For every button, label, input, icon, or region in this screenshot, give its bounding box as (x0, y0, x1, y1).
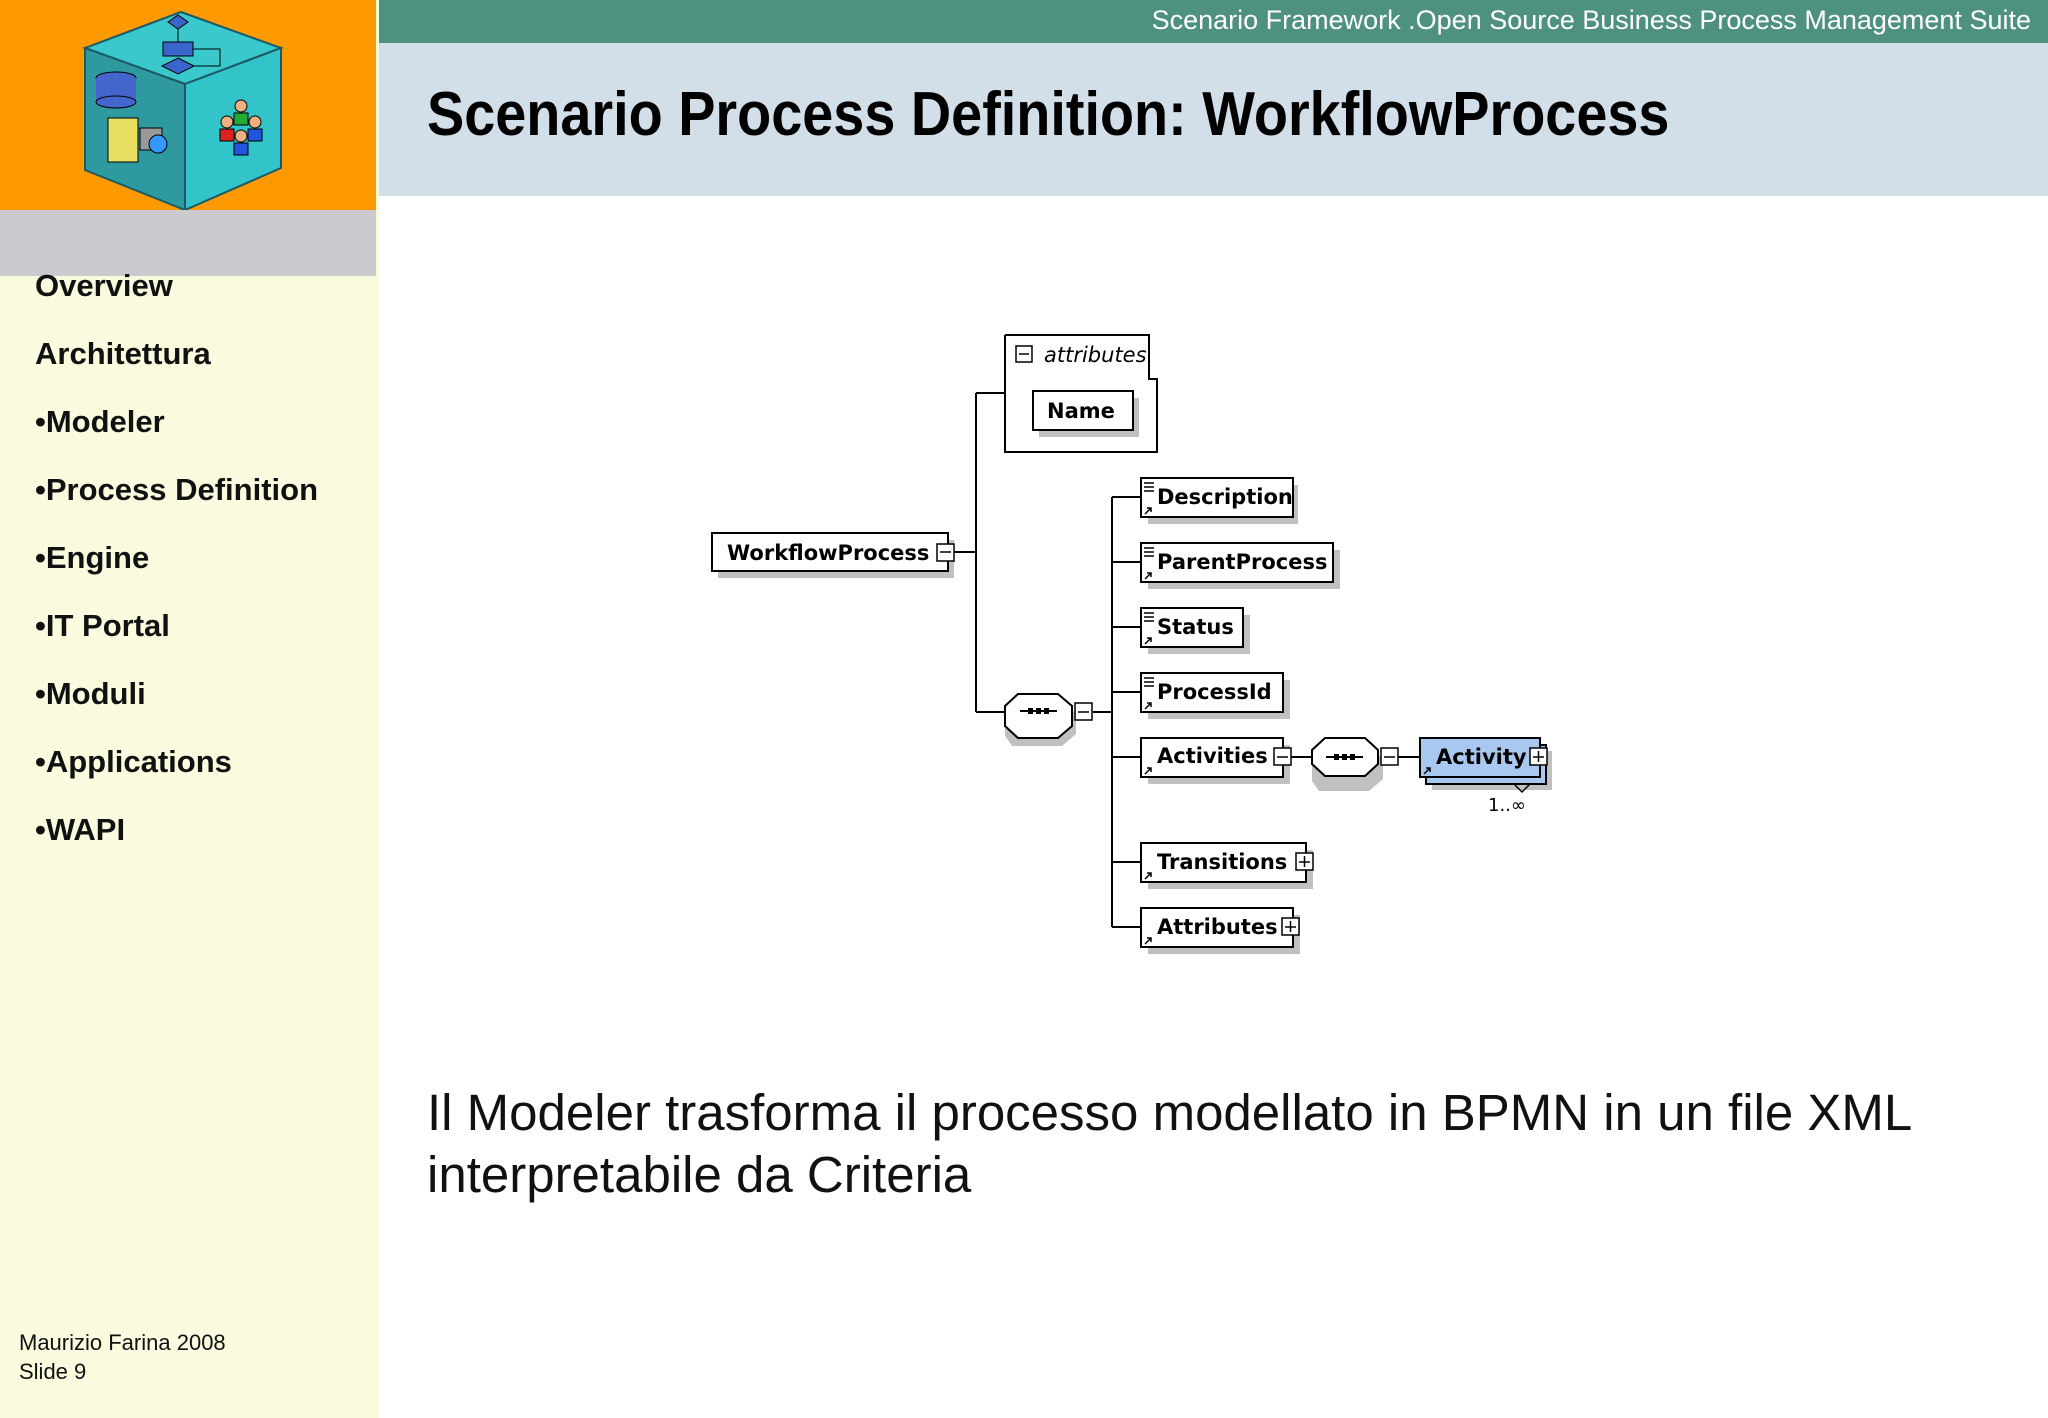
nav-item-it-portal[interactable]: •IT Portal (35, 608, 170, 643)
element-processid[interactable]: ProcessId (1140, 672, 1290, 719)
footer-slide-number: Slide 9 (19, 1359, 87, 1384)
element-attributes-label: Attributes (1157, 915, 1278, 939)
nav-item-wapi[interactable]: •WAPI (35, 812, 126, 847)
nav-item-overview[interactable]: Overview (35, 268, 173, 303)
footer-author: Maurizio Farina 2008 (19, 1330, 226, 1355)
attribute-name-label: Name (1047, 399, 1115, 423)
element-activity-label: Activity (1436, 745, 1527, 769)
element-attributes[interactable]: Attributes (1140, 907, 1300, 954)
attributes-group-label: attributes (1044, 343, 1147, 367)
element-description-label: Description (1157, 485, 1293, 509)
attributes-group: attributes Name (1004, 334, 1158, 453)
sequence-compositor[interactable] (1004, 693, 1093, 746)
element-activities[interactable]: Activities (1140, 737, 1292, 784)
sidebar-nav: Overview Architettura •Modeler •Process … (35, 262, 318, 874)
attribute-name-node[interactable] (1032, 390, 1134, 431)
nav-item-process-definition[interactable]: •Process Definition (35, 472, 319, 507)
nav-item-engine[interactable]: •Engine (35, 540, 150, 575)
title-bar: Scenario Process Definition: WorkflowPro… (379, 43, 2048, 196)
root-node[interactable]: WorkflowProcess (711, 532, 955, 578)
element-transitions-label: Transitions (1157, 850, 1287, 874)
slide-footer: Maurizio Farina 2008 Slide 9 (19, 1328, 226, 1386)
sidebar-header-strip (0, 210, 376, 276)
root-node-label: WorkflowProcess (727, 541, 929, 565)
nav-item-moduli[interactable]: •Moduli (35, 676, 146, 711)
nav-item-applications[interactable]: •Applications (35, 744, 232, 779)
cube-logo-icon (82, 10, 284, 212)
banner-text: Scenario Framework .Open Source Business… (1151, 5, 2031, 35)
nav-item-modeler[interactable]: •Modeler (35, 404, 165, 439)
element-status[interactable]: Status (1140, 607, 1250, 654)
element-description[interactable]: Description (1140, 477, 1298, 524)
sequence-compositor-activities[interactable] (1311, 737, 1399, 791)
logo (0, 0, 376, 212)
element-status-label: Status (1157, 615, 1234, 639)
element-parentprocess-label: ParentProcess (1157, 550, 1327, 574)
element-processid-label: ProcessId (1157, 680, 1272, 704)
element-activity[interactable]: Activity 1..∞ (1419, 737, 1552, 816)
sidebar: Overview Architettura •Modeler •Process … (0, 0, 379, 1418)
element-parentprocess[interactable]: ParentProcess (1140, 542, 1340, 589)
element-transitions[interactable]: Transitions (1140, 842, 1314, 889)
element-activities-label: Activities (1157, 744, 1268, 768)
activity-cardinality: 1..∞ (1488, 795, 1526, 816)
body-paragraph: Il Modeler trasforma il processo modella… (427, 1084, 1911, 1203)
banner-bar: Scenario Framework .Open Source Business… (379, 0, 2048, 43)
page-title: Scenario Process Definition: WorkflowPro… (427, 80, 1670, 149)
nav-item-architettura[interactable]: Architettura (35, 336, 211, 371)
